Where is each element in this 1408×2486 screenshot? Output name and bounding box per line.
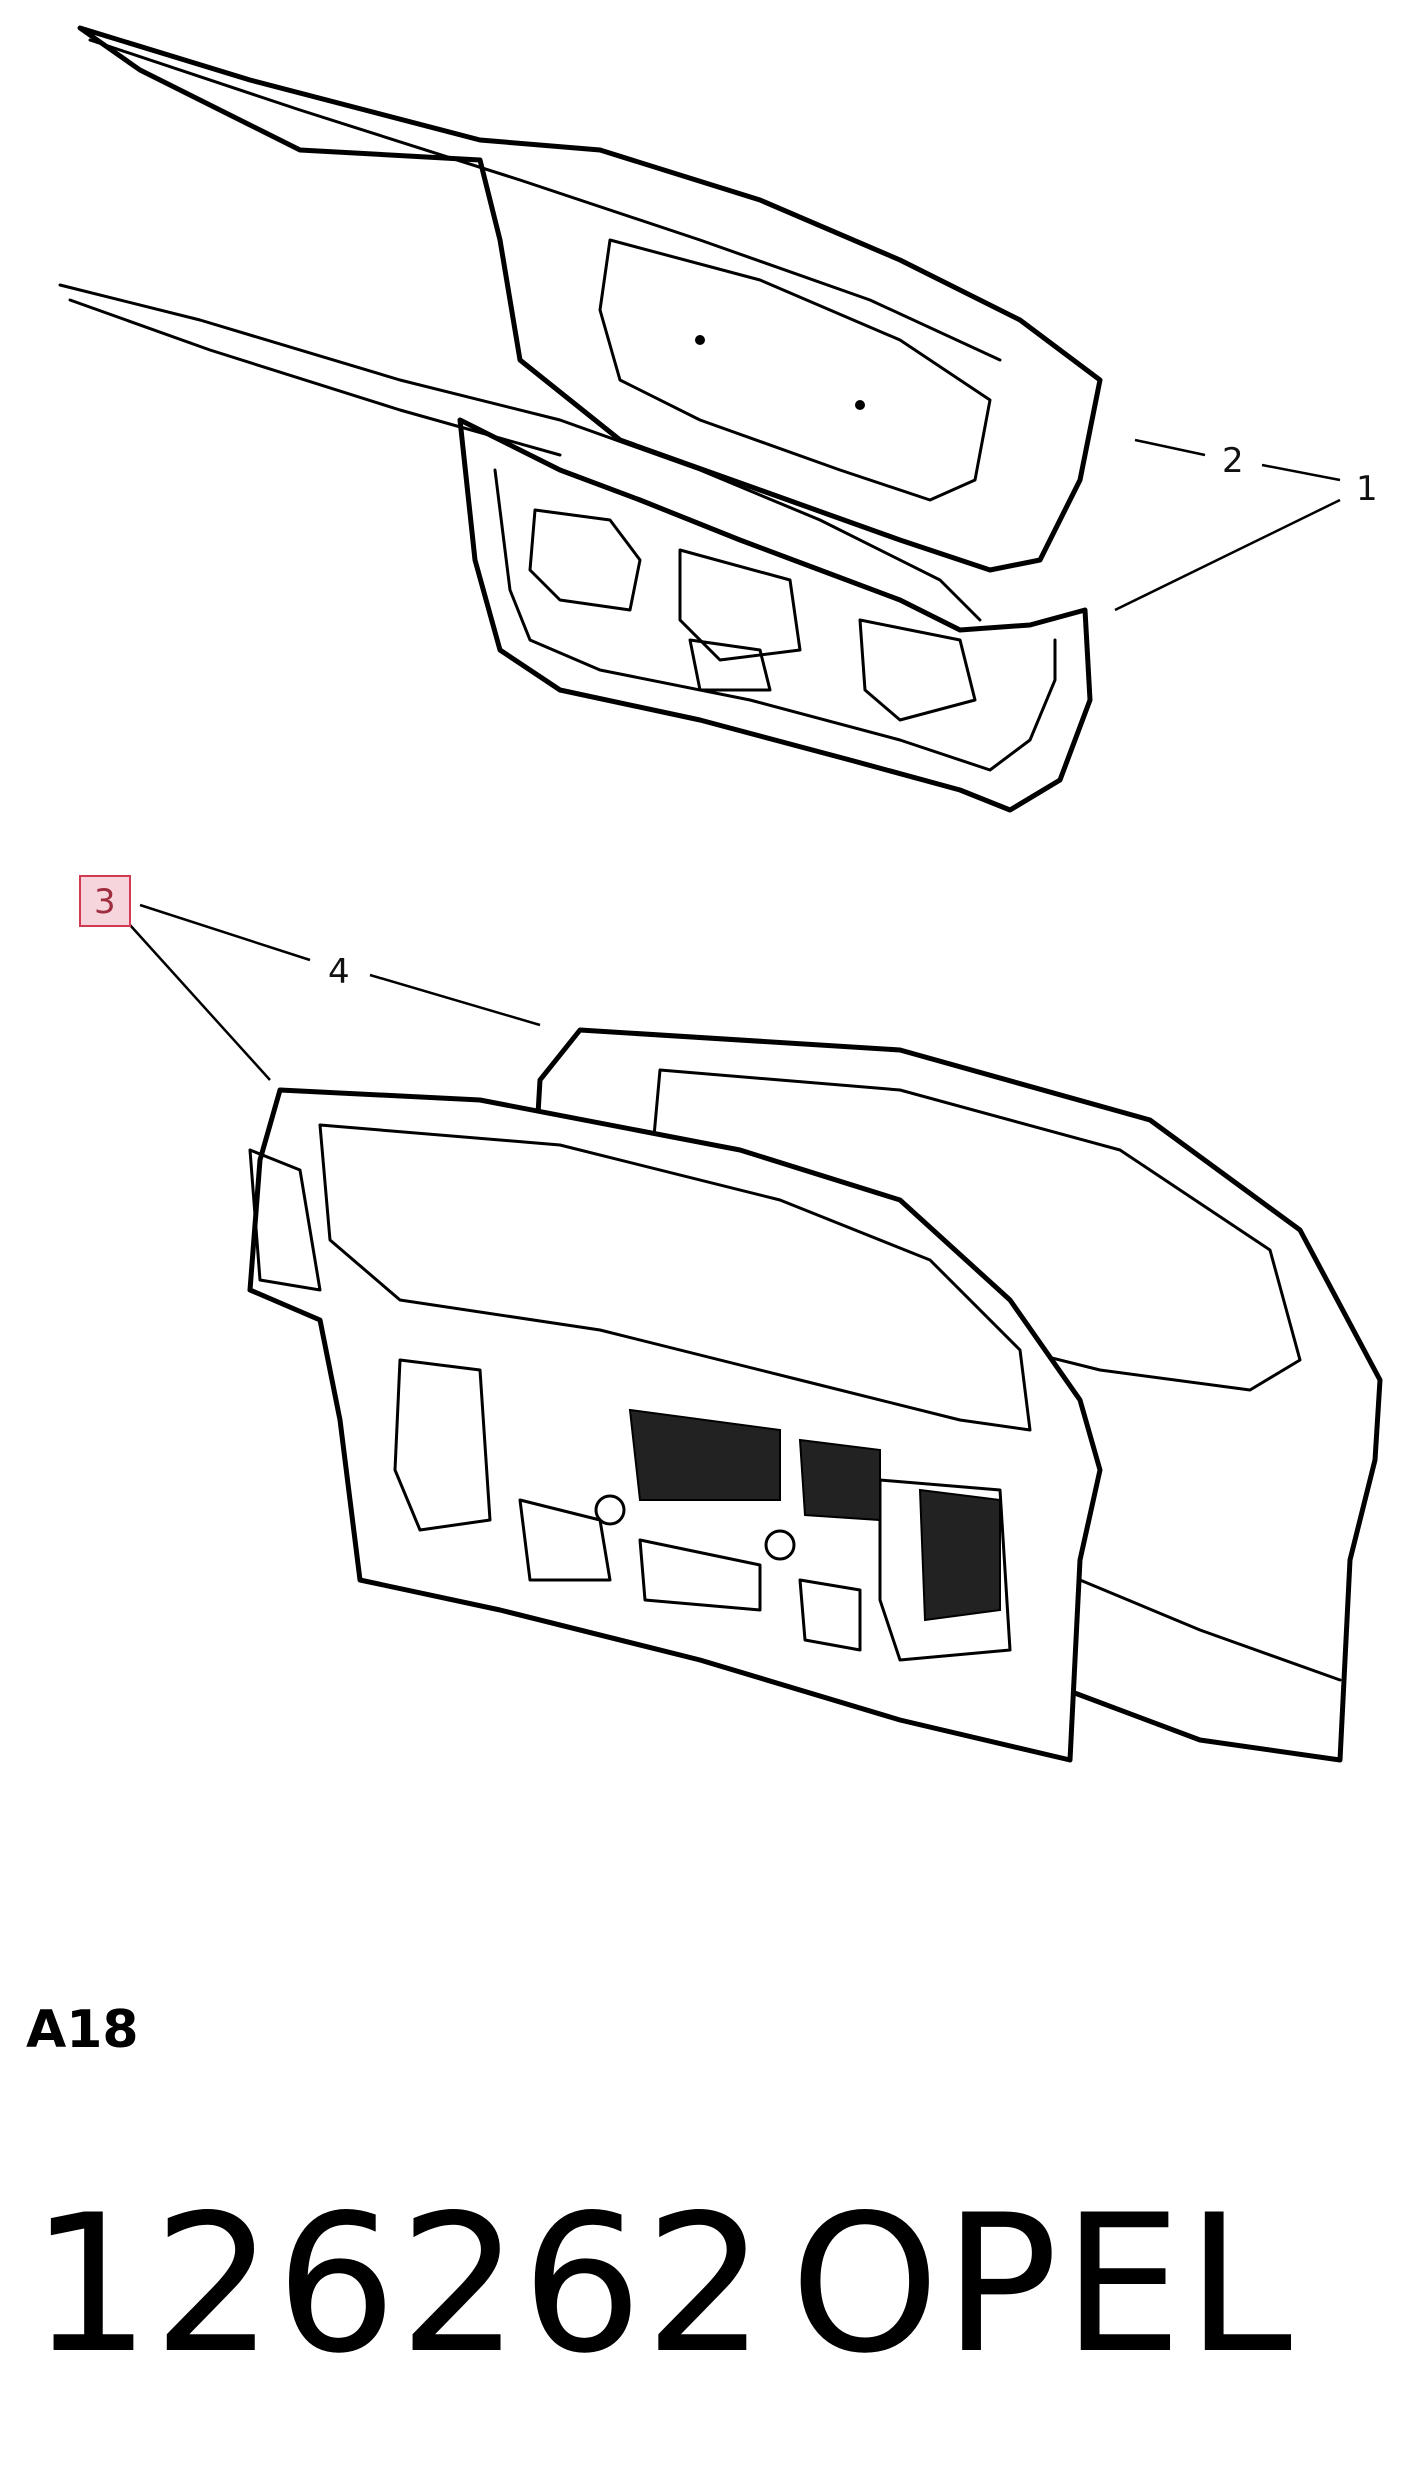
frame-hatch-block-2 [798,1438,881,1522]
lower-tailgate-assembly: 3 4 [79,875,1383,1763]
leader-2 [1134,438,1206,457]
outer-panel-spoiler [58,283,982,622]
frame-cutout-right [878,1478,1012,1662]
frame-hole-right [764,1529,796,1561]
leader-1 [1114,498,1341,612]
frame-cutout-mid-right [798,1578,862,1652]
frame-hatch-block-1 [628,1408,781,1501]
upper-tailgate-assembly: 2 1 [58,25,1378,813]
callout-4[interactable]: 4 [328,952,350,992]
inner-panel-opening-left [528,508,642,612]
outer-panel-hole-1 [695,335,705,345]
callout-1[interactable]: 1 [1356,469,1378,509]
leader-2-to-1 [1261,463,1341,482]
callout-2[interactable]: 2 [1222,441,1244,481]
part-number: 126262 [30,2174,768,2395]
outer-panel-crease [88,38,1002,362]
leader-3-to-4 [139,903,311,962]
outer-panel-outline [77,25,1103,573]
frame-hinge-left [248,1148,322,1292]
brand-name: OPEL [790,2174,1297,2395]
inner-panel-edge [493,468,1057,772]
callout-3[interactable]: 3 [94,882,116,922]
inner-panel-lock-area [688,638,772,692]
frame-hatch-block-3 [918,1488,1001,1622]
outer-panel-spoiler-lower [68,298,562,457]
outer-panel-hole-2 [855,400,865,410]
frame-cutout-left [393,1358,492,1532]
frame-hole-left [594,1494,626,1526]
rear-panel-lower-line [1078,1578,1342,1682]
figure-code: A18 [26,2000,139,2060]
leader-4 [369,973,541,1027]
inner-panel-opening-right [858,618,977,722]
frame-cutout-mid [638,1538,762,1612]
leader-3 [129,924,271,1081]
frame-window-opening [318,1123,1032,1432]
frame-cutout-mid-left [518,1498,612,1582]
outer-panel-window [598,238,992,502]
callout-3-highlight [79,875,131,927]
